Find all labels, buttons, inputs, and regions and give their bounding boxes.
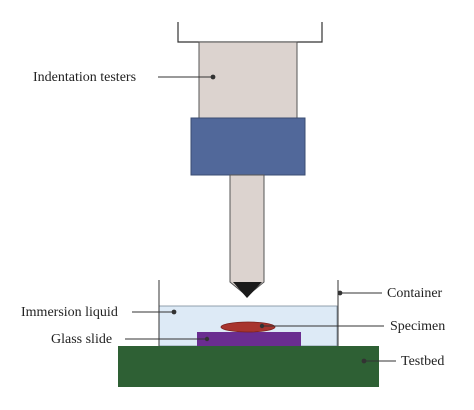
indenter-shaft [229, 174, 265, 297]
label-specimen: Specimen [390, 319, 445, 334]
dot-indentation-testers [210, 74, 216, 80]
label-testbed: Testbed [401, 354, 444, 369]
specimen [220, 321, 276, 333]
label-glass-slide: Glass slide [51, 332, 112, 347]
glass-slide [197, 332, 301, 346]
dot-testbed [361, 358, 367, 364]
dot-glass-slide [204, 336, 210, 342]
indenter-tip [233, 282, 262, 298]
dot-specimen [259, 323, 265, 329]
label-container: Container [387, 286, 443, 301]
label-indentation-testers: Indentation testers [33, 70, 136, 85]
mounting-bracket [177, 22, 323, 43]
label-immersion-liquid: Immersion liquid [21, 305, 118, 320]
tester-block [190, 117, 306, 176]
dot-immersion-liquid [171, 309, 177, 315]
dot-container [337, 290, 343, 296]
testbed [118, 346, 379, 387]
tester-body [198, 41, 298, 119]
